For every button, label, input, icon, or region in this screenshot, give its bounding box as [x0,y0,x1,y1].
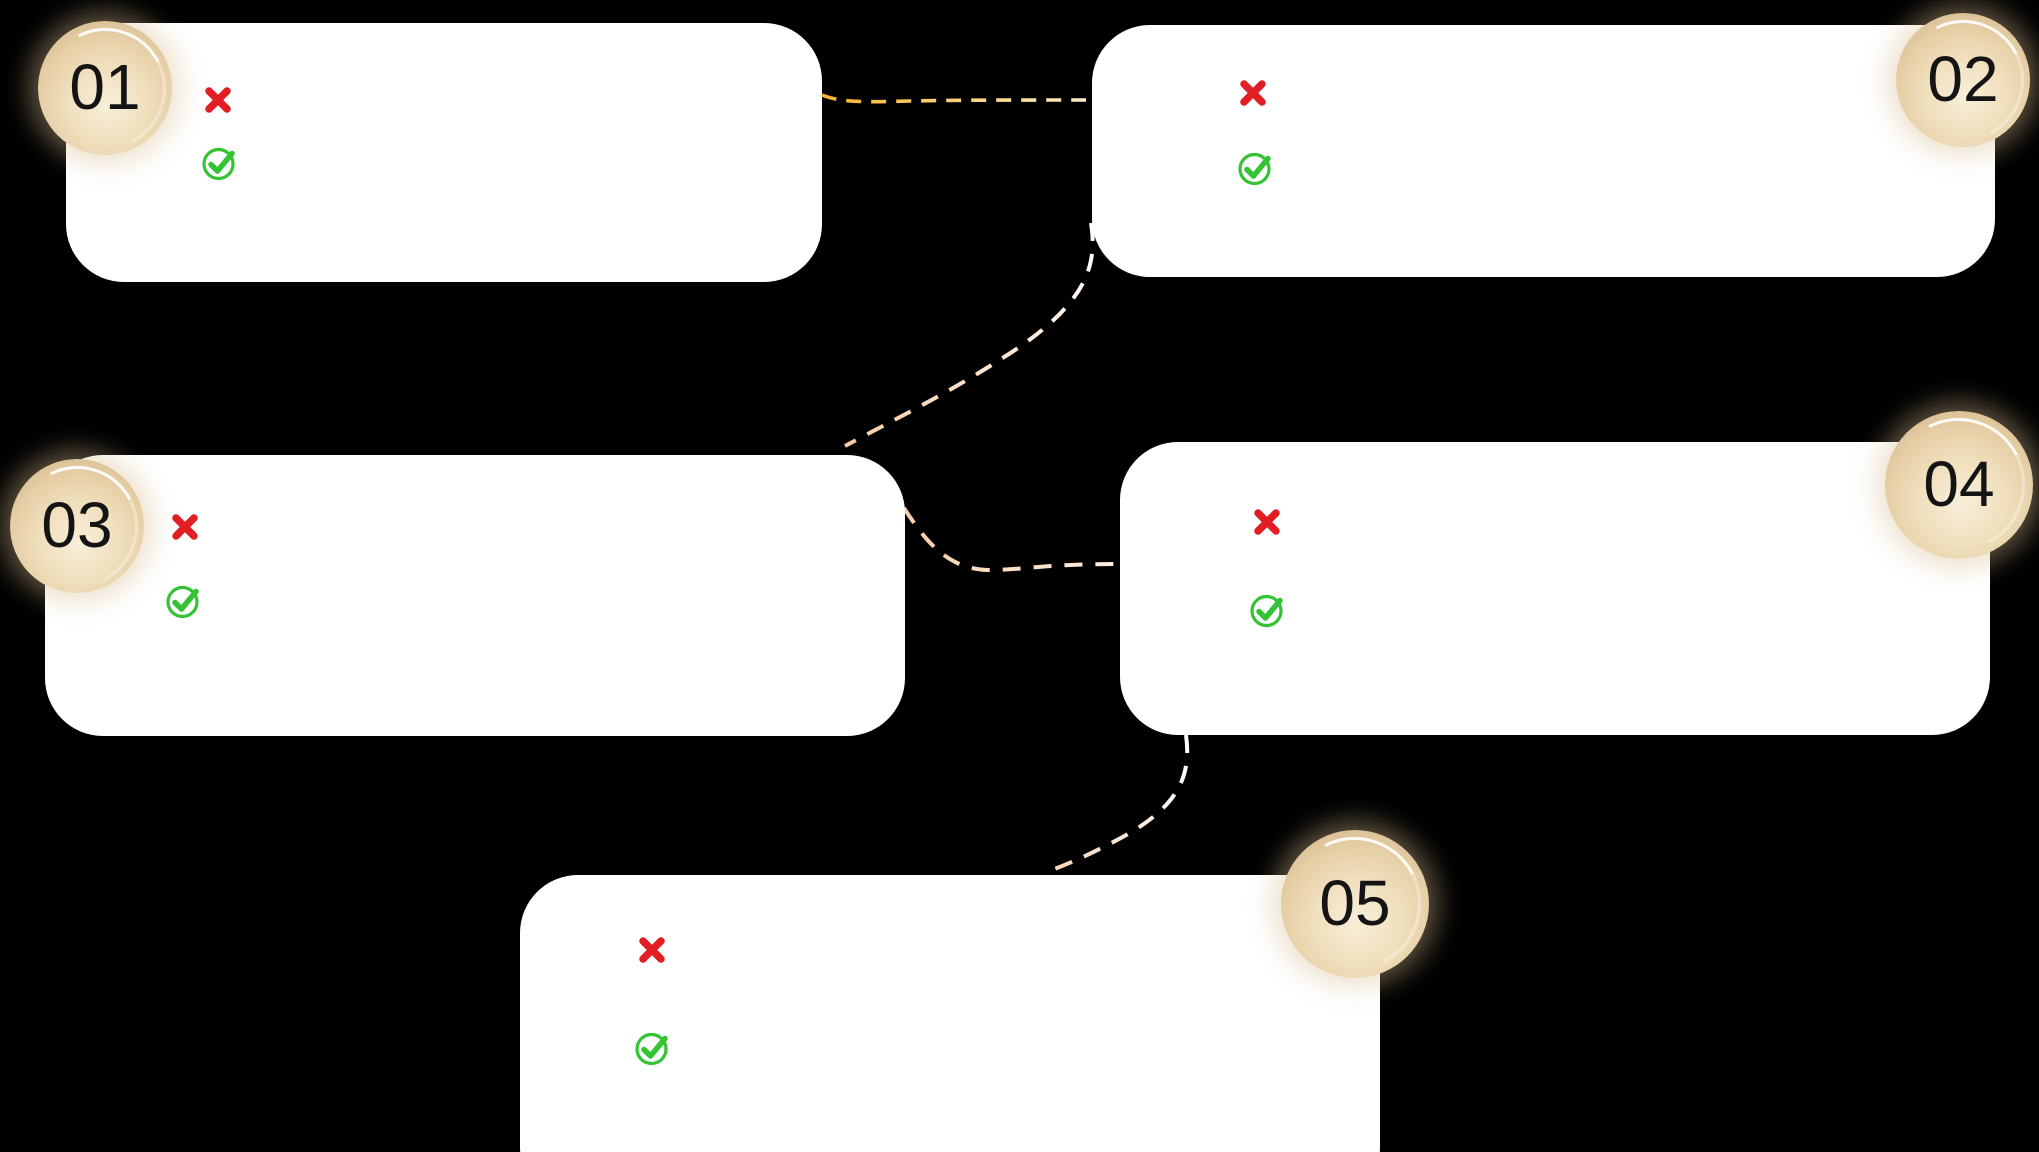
connector-01-02 [821,93,1087,104]
connector-04-05 [1045,734,1190,874]
check-circle-icon [202,147,235,181]
connector-03-04 [902,506,1119,573]
step-card-1 [66,23,822,282]
step-badge-4: 04 [1885,411,2033,559]
cross-icon [172,514,198,540]
step-number-5: 05 [1319,867,1391,939]
step-number-3: 03 [41,489,113,561]
step-card-5 [520,875,1380,1152]
check-circle-icon [166,585,199,619]
step-number-1: 01 [69,51,141,123]
step-card-3 [45,455,905,736]
step-number-4: 04 [1923,448,1995,520]
cross-icon [639,937,665,963]
check-circle-icon [1250,594,1283,628]
connector-02-03 [844,222,1095,448]
cross-icon [1240,80,1266,106]
step-badge-1: 01 [38,21,172,155]
step-badge-2: 02 [1896,13,2030,147]
cross-icon [1254,509,1280,535]
check-circle-icon [1238,152,1271,186]
cross-icon [205,87,231,113]
step-card-4 [1120,442,1990,735]
step-badge-5: 05 [1281,830,1429,978]
check-circle-icon [635,1032,668,1066]
step-badge-3: 03 [10,459,144,593]
step-card-2 [1092,25,1995,277]
step-number-2: 02 [1927,43,1999,115]
